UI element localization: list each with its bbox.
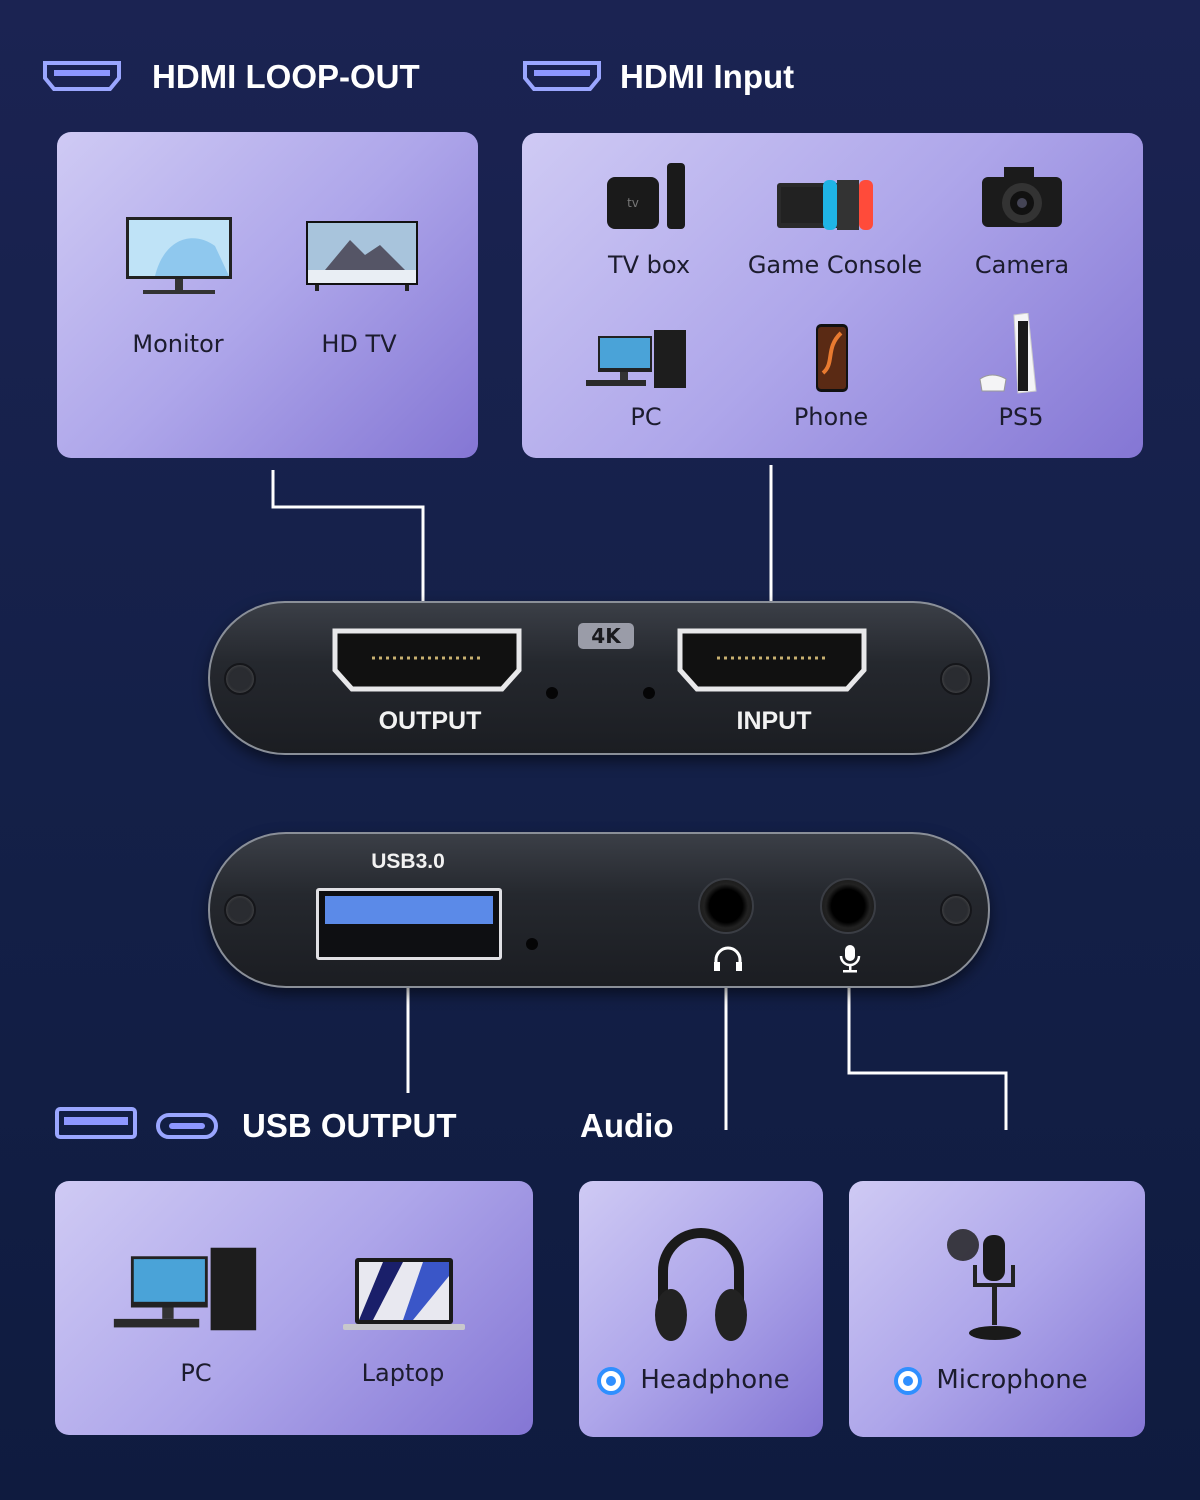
tv-box-icon: tv <box>607 163 687 231</box>
screw-icon <box>224 894 256 926</box>
screw-icon <box>940 663 972 695</box>
usb-output-heading: USB OUTPUT <box>242 1107 457 1144</box>
indicator-hole <box>526 938 538 950</box>
capture-card-back: USB3.0 <box>208 832 990 988</box>
headphone-icon <box>714 946 742 971</box>
usb-a-icon <box>55 1107 137 1139</box>
hdmi-output-port <box>332 628 522 692</box>
usb3-label: USB3.0 <box>371 850 445 873</box>
device-label: PS5 <box>998 403 1044 431</box>
device-label: Headphone <box>640 1365 790 1395</box>
tv-icon <box>306 221 418 291</box>
monitor-icon <box>126 217 232 294</box>
device-label: Phone <box>793 403 869 431</box>
device-label: TV box <box>607 251 691 279</box>
indicator-hole <box>546 687 558 699</box>
tv-box-logo: tv <box>607 177 659 229</box>
hdmi-port-icon <box>43 61 121 91</box>
usb-output-panel: PC Laptop <box>55 1181 533 1435</box>
loop-out-connector <box>271 470 425 625</box>
screw-icon <box>940 894 972 926</box>
device-label: Monitor <box>132 330 224 358</box>
headphone-icon <box>655 1228 747 1341</box>
device-label: HD TV <box>321 330 397 358</box>
microphone-jack <box>820 878 876 934</box>
4k-badge: 4K <box>578 623 634 649</box>
phone-icon <box>816 324 848 392</box>
camera-icon <box>982 167 1062 227</box>
output-port-label: OUTPUT <box>378 707 482 735</box>
device-label: Camera <box>974 251 1070 279</box>
screw-icon <box>224 663 256 695</box>
laptop-icon <box>343 1258 465 1330</box>
headphone-panel: Headphone <box>579 1181 823 1437</box>
hdmi-input-heading: HDMI Input <box>620 58 795 95</box>
ps5-icon <box>979 313 1037 394</box>
input-port-label: INPUT <box>736 707 812 735</box>
microphone-connector <box>847 965 1008 1130</box>
device-label: Microphone <box>936 1365 1088 1395</box>
hdmi-input-port <box>677 628 867 692</box>
hdmi-loop-out-panel: Monitor HD TV <box>57 132 478 458</box>
hdmi-loop-out-heading: HDMI LOOP-OUT <box>152 58 420 95</box>
radio-icon <box>894 1367 922 1395</box>
pc-icon <box>113 1247 257 1331</box>
radio-icon <box>597 1367 625 1395</box>
usb-c-icon <box>156 1113 218 1139</box>
audio-heading: Audio <box>580 1107 674 1144</box>
usb3-port <box>316 888 502 960</box>
microphone-panel: Microphone <box>849 1181 1145 1437</box>
device-label: Game Console <box>747 251 923 279</box>
hdmi-port-icon <box>523 61 601 91</box>
device-label: Laptop <box>361 1359 445 1387</box>
capture-card-front: 4K OUTPUT INPUT <box>208 601 990 755</box>
microphone-icon <box>947 1229 1021 1340</box>
device-label: PC <box>630 403 662 431</box>
pc-icon <box>586 330 686 388</box>
microphone-icon <box>839 945 861 973</box>
device-label: PC <box>180 1359 212 1387</box>
game-console-icon <box>777 180 873 230</box>
indicator-hole <box>643 687 655 699</box>
headphone-jack <box>698 878 754 934</box>
hdmi-input-panel: tv TV box Game Console Camera PC Phone P… <box>522 133 1143 458</box>
